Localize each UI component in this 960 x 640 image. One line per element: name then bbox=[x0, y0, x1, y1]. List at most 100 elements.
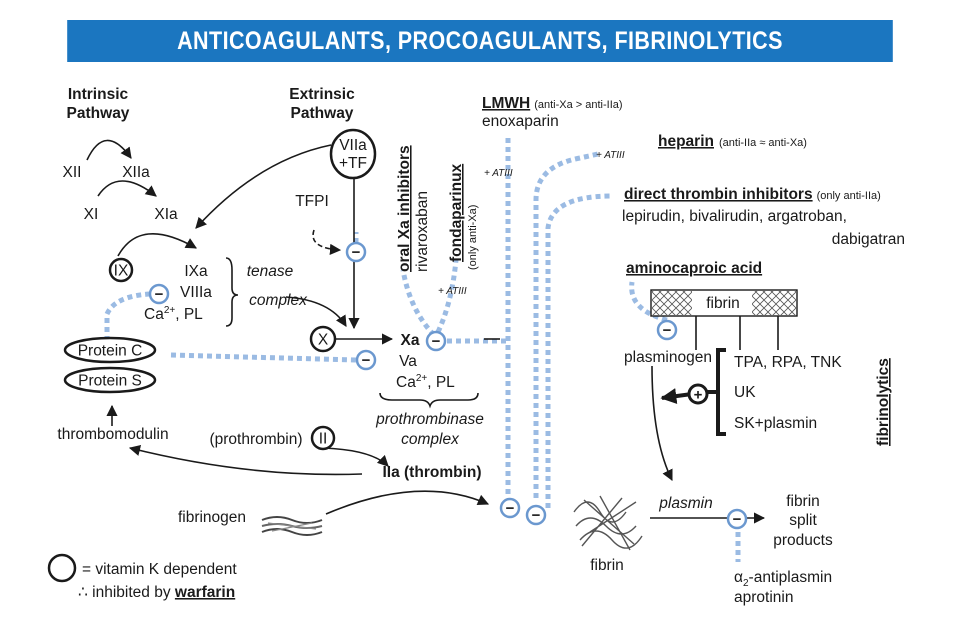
svg-text:−: − bbox=[733, 511, 742, 528]
factor-viia: VIIa bbox=[339, 137, 367, 154]
svg-text:−: − bbox=[155, 286, 164, 303]
factor-xii: XII bbox=[63, 164, 82, 181]
regulator-labels: Protein C Protein S thrombomodulin bbox=[57, 343, 168, 444]
stimulate-icon bbox=[687, 383, 709, 405]
tenase-brace bbox=[225, 257, 239, 327]
page-title: ANTICOAGULANTS, PROCOAGULANTS, FIBRINOLY… bbox=[67, 20, 893, 62]
svg-text:−: − bbox=[663, 322, 672, 339]
inhibit-icon-xa: − bbox=[425, 330, 447, 352]
legend: = vitamin K dependent ∴ inhibited by war… bbox=[78, 561, 237, 601]
fondaparinux-label: fondaparinux bbox=[448, 163, 465, 262]
dti-list-line2: dabigatran bbox=[832, 231, 905, 248]
inhibit-icon-tfpi: − bbox=[345, 241, 367, 263]
fibrinogen-strand bbox=[261, 516, 323, 536]
lmwh-label: LMWH(anti-Xa > anti-IIa) bbox=[482, 95, 623, 112]
fibrinogen-label: fibrinogen bbox=[178, 509, 246, 526]
protein-s-label: Protein S bbox=[78, 373, 142, 390]
antiplasmin-label: α2-antiplasmin bbox=[734, 569, 832, 589]
prothrombinase-brace bbox=[379, 392, 479, 409]
legend-circle bbox=[47, 553, 77, 583]
fibrinolytic-list-line2: UK bbox=[734, 384, 756, 401]
fibrinolytic-list-line1: TPA, RPA, TNK bbox=[734, 354, 842, 371]
pathway-arrows bbox=[86, 139, 766, 524]
factor-ii-circle bbox=[310, 425, 336, 451]
tenase-label-line1: tenase bbox=[247, 263, 294, 280]
fibrin-bar: fibrin bbox=[650, 289, 798, 350]
atiii-note-heparin: + ATIII bbox=[596, 150, 625, 161]
fsp-line1: fibrin bbox=[786, 493, 820, 510]
fibrin-bar-label: fibrin bbox=[706, 295, 740, 312]
svg-text:−: − bbox=[432, 333, 441, 350]
prothrombinase-cofactors: Ca2+, PL bbox=[396, 373, 455, 391]
factor-xia: XIa bbox=[154, 206, 178, 223]
atiii-note-fondaparinux: + ATIII bbox=[438, 286, 467, 297]
svg-text:−: − bbox=[362, 352, 371, 369]
factor-labels: XII XIIa XI XIa VIIa +TF TFPI IX IXa VII… bbox=[63, 137, 833, 574]
factor-viia-circle bbox=[329, 128, 377, 180]
factor-ii: II bbox=[319, 431, 328, 448]
vitamin-k-markers bbox=[47, 128, 377, 583]
extrinsic-label-line2: Pathway bbox=[291, 105, 354, 122]
svg-text:−: − bbox=[352, 244, 361, 261]
factor-x: X bbox=[318, 332, 329, 349]
protein-c-label: Protein C bbox=[78, 343, 143, 360]
prothrombinase-label-line1: prothrombinase bbox=[375, 411, 484, 428]
inhibit-icon-plasmin: − bbox=[726, 508, 748, 530]
inhibition-markers: − − − − − − − − bbox=[148, 241, 748, 530]
inhibit-icon-thrombin-2: − bbox=[525, 504, 547, 526]
inhibit-icon-protein-c-tenase: − bbox=[148, 283, 170, 305]
svg-text:−: − bbox=[532, 507, 541, 524]
inhibit-icon-thrombin-1: − bbox=[499, 497, 521, 519]
aprotinin-label: aprotinin bbox=[734, 589, 793, 606]
factor-ix: IX bbox=[114, 263, 129, 280]
prothrombin-label: (prothrombin) bbox=[209, 431, 302, 448]
dti-list-line1: lepirudin, bivalirudin, argatroban, bbox=[622, 208, 847, 225]
fibrinolytic-list-line3: SK+plasmin bbox=[734, 415, 817, 432]
factor-xi: XI bbox=[84, 206, 99, 223]
intrinsic-label-line2: Pathway bbox=[67, 105, 130, 122]
tenase-label-line2: complex bbox=[249, 292, 308, 309]
extrinsic-label-line1: Extrinsic bbox=[289, 86, 355, 103]
heparin-label: heparin(anti-IIa ≈ anti-Xa) bbox=[658, 133, 807, 150]
factor-viiia: VIIIa bbox=[180, 284, 212, 301]
fibrin-mesh bbox=[573, 495, 643, 551]
intrinsic-label-line1: Intrinsic bbox=[68, 86, 129, 103]
atiii-note-lmwh: + ATIII bbox=[484, 168, 513, 179]
thrombomodulin-label: thrombomodulin bbox=[57, 426, 168, 443]
fsp-line3: products bbox=[773, 532, 833, 549]
enoxaparin-label: enoxaparin bbox=[482, 113, 559, 130]
legend-warfarin: ∴ inhibited by warfarin bbox=[78, 584, 235, 601]
fsp-line2: split bbox=[789, 512, 817, 529]
plasminogen-label: plasminogen bbox=[624, 349, 712, 366]
svg-text:−: − bbox=[506, 500, 515, 517]
tfpi-label: TFPI bbox=[295, 193, 329, 210]
factor-ixa: IXa bbox=[184, 263, 208, 280]
svg-text:+: + bbox=[694, 387, 703, 404]
tissue-factor: +TF bbox=[339, 155, 367, 172]
pathway-labels: Intrinsic Pathway Extrinsic Pathway bbox=[67, 86, 356, 122]
factor-ix-circle bbox=[108, 257, 134, 283]
fibrin-label: fibrin bbox=[590, 557, 624, 574]
protein-s-oval bbox=[63, 366, 157, 394]
inhibit-icon-plasminogen: − bbox=[656, 319, 678, 341]
factor-xa: Xa bbox=[401, 332, 420, 349]
plasmin-label: plasmin bbox=[658, 495, 712, 512]
fibrinolytics-label: fibrinolytics bbox=[875, 358, 892, 446]
fibrinolytics-bracket: + bbox=[660, 348, 726, 436]
tenase-cofactors: Ca2+, PL bbox=[144, 305, 203, 323]
aminocaproic-label: aminocaproic acid bbox=[626, 260, 762, 277]
thrombin-label: IIa (thrombin) bbox=[382, 464, 481, 481]
drug-labels: LMWH(anti-Xa > anti-IIa) enoxaparin hepa… bbox=[396, 95, 905, 606]
dti-label: direct thrombin inhibitors(only anti-IIa… bbox=[624, 186, 881, 203]
factor-va: Va bbox=[399, 353, 417, 370]
factor-xiia: XIIa bbox=[122, 164, 150, 181]
rivaroxaban-label: rivaroxaban bbox=[414, 191, 431, 272]
prothrombinase-label-line2: complex bbox=[401, 431, 460, 448]
fondaparinux-note: (only anti-Xa) bbox=[467, 205, 479, 270]
legend-vitamin-k: = vitamin K dependent bbox=[82, 561, 237, 578]
protein-c-oval bbox=[63, 336, 157, 364]
oral-xa-label: oral Xa inhibitors bbox=[396, 145, 413, 272]
inhibit-icon-protein-c-prothrombinase: − bbox=[355, 349, 377, 371]
